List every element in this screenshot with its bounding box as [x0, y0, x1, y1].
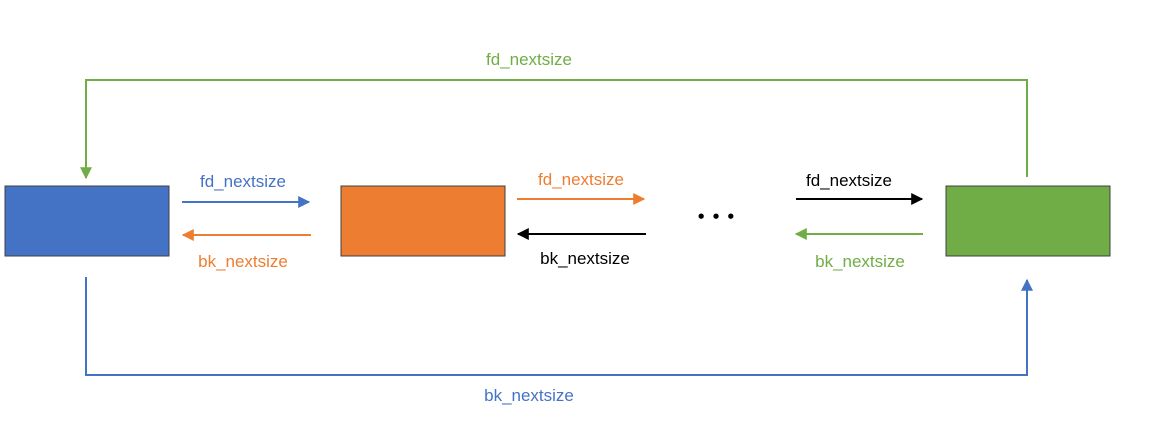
orange-fd-label: fd_nextsize: [538, 170, 624, 189]
blue-fd-label: fd_nextsize: [200, 172, 286, 191]
bottom-loop-arrow: [85, 277, 1033, 376]
top-loop-arrow: [80, 79, 1028, 180]
black-fd-label: fd_nextsize: [806, 171, 892, 190]
node-blue: [4, 185, 170, 257]
black-bk-label: bk_nextsize: [540, 249, 630, 268]
bottom-loop-label: bk_nextsize: [484, 386, 574, 405]
green-bk-label: bk_nextsize: [815, 252, 905, 271]
orange-bk-label: bk_nextsize: [198, 252, 288, 271]
node-orange: [340, 185, 506, 257]
node-green: [945, 185, 1111, 257]
top-loop-label: fd_nextsize: [486, 50, 572, 69]
ellipsis: • • •: [696, 208, 735, 226]
